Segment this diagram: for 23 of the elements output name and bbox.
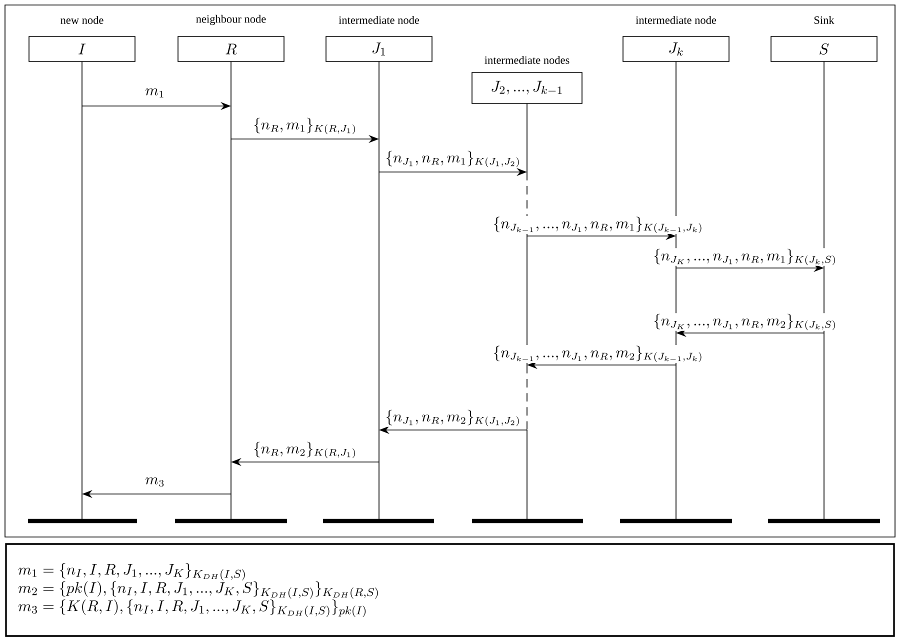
- edge-label: $\{n_{J_1}, n_R, m_2\}_{K(J_1,J_2)}$: [384, 409, 522, 427]
- lifeline-box: $J_k$: [622, 36, 730, 62]
- edge-label: $\{n_{J_{k-1}}, ..., n_{J_1}, n_R, m_1\}_{K(J_{k-1},J_k)}$: [492, 216, 704, 234]
- lifeline-box: $R$: [178, 36, 284, 62]
- lifeline-box: $S$: [770, 36, 878, 62]
- edge-label: $m_3$: [144, 476, 166, 488]
- edge-label: $\{n_{J_{k-1}}, ..., n_{J_1}, n_R, m_2\}_{K(J_{k-1},J_k)}$: [492, 345, 704, 363]
- node-heading: Sink: [814, 16, 834, 24]
- edge-label: $\{n_{J_1}, n_R, m_1\}_{K(J_1,J_2)}$: [384, 150, 522, 168]
- edge-label: $\{n_{J_K}, ..., n_{J_1}, n_R, m_1\}_{K(J_k,S)}$: [652, 248, 838, 266]
- lifeline-box: $J_2, ..., J_{k-1}$: [472, 72, 582, 104]
- definition-box: $m_1 = \{n_I, I, R, J_1, ..., J_K\}_{K_{DH}(I,S)}$ $m_2 = \{pk(I), \{n_I, I, R, J_1, ..., J_K, S\}_{K_{DH}(I,S)}\}_{K_{DH}(R,S)}$ $m_3 = \{K(R,I), \{n_I, I, R, J_1, ..., J_K, S\}_{K_{DH}(I,S)}\}_{pk(I)}$: [5, 543, 895, 637]
- edge-label: $m_1$: [144, 88, 166, 98]
- node-heading: intermediate node: [338, 16, 420, 24]
- node-heading: new node: [60, 16, 104, 24]
- edge-label: $\{n_R, m_2\}_{K(R,J_1)}$: [252, 441, 358, 459]
- node-heading: intermediate nodes: [484, 56, 570, 64]
- lifeline-box: $J_1$: [326, 36, 432, 62]
- lifeline-box: $I$: [28, 36, 136, 62]
- edge-label: $\{n_R, m_1\}_{K(R,J_1)}$: [252, 117, 358, 135]
- edge-label: $\{n_{J_K}, ..., n_{J_1}, n_R, m_2\}_{K(J_k,S)}$: [652, 313, 838, 331]
- node-heading: intermediate node: [636, 16, 716, 24]
- node-heading: neighbour node: [196, 14, 266, 26]
